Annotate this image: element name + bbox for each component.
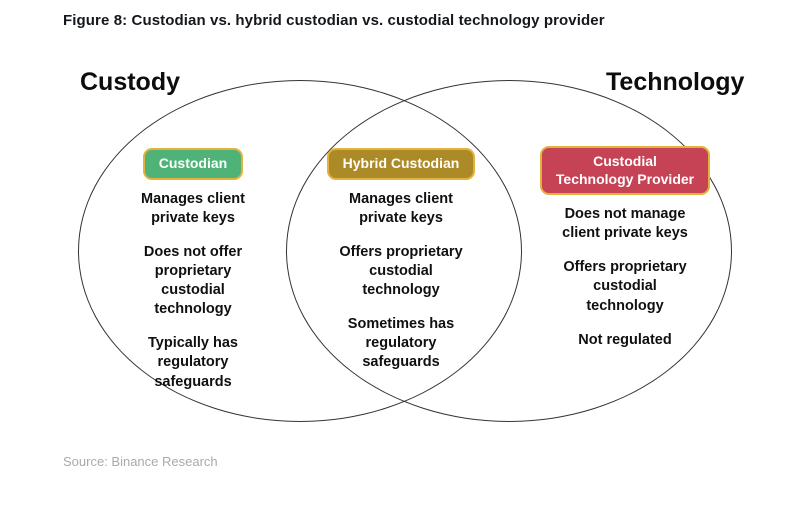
figure-title: Figure 8: Custodian vs. hybrid custodian… xyxy=(63,12,605,29)
custodian-badge: Custodian xyxy=(142,148,244,180)
hybrid-custodian-column: Hybrid Custodian Manages client private … xyxy=(314,148,488,373)
custodian-trait-2: Does not offer proprietary custodial tec… xyxy=(143,243,243,318)
custody-set-label: Custody xyxy=(80,68,180,96)
technology-set-label: Technology xyxy=(606,68,745,96)
custodian-column: Custodian Manages client private keys Do… xyxy=(106,148,280,392)
ctp-trait-1: Does not manage client private keys xyxy=(562,206,688,242)
hybrid-custodian-trait-3: Sometimes has regulatory safeguards xyxy=(347,316,455,371)
ctp-trait-3: Not regulated xyxy=(578,331,672,348)
custodial-technology-provider-column: Custodial Technology Provider Does not m… xyxy=(536,146,714,350)
custodian-trait-3: Typically has regulatory safeguards xyxy=(148,335,238,390)
hybrid-custodian-trait-1: Manages client private keys xyxy=(349,190,453,226)
custodial-technology-provider-badge: Custodial Technology Provider xyxy=(539,146,711,195)
ctp-trait-2: Offers proprietary custodial technology xyxy=(563,259,687,314)
source-credit: Source: Binance Research xyxy=(63,454,218,469)
custodian-trait-1: Manages client private keys xyxy=(141,190,245,226)
technology-ellipse xyxy=(286,80,732,422)
hybrid-custodian-badge: Hybrid Custodian xyxy=(326,148,476,180)
hybrid-custodian-trait-2: Offers proprietary custodial technology xyxy=(339,243,463,298)
